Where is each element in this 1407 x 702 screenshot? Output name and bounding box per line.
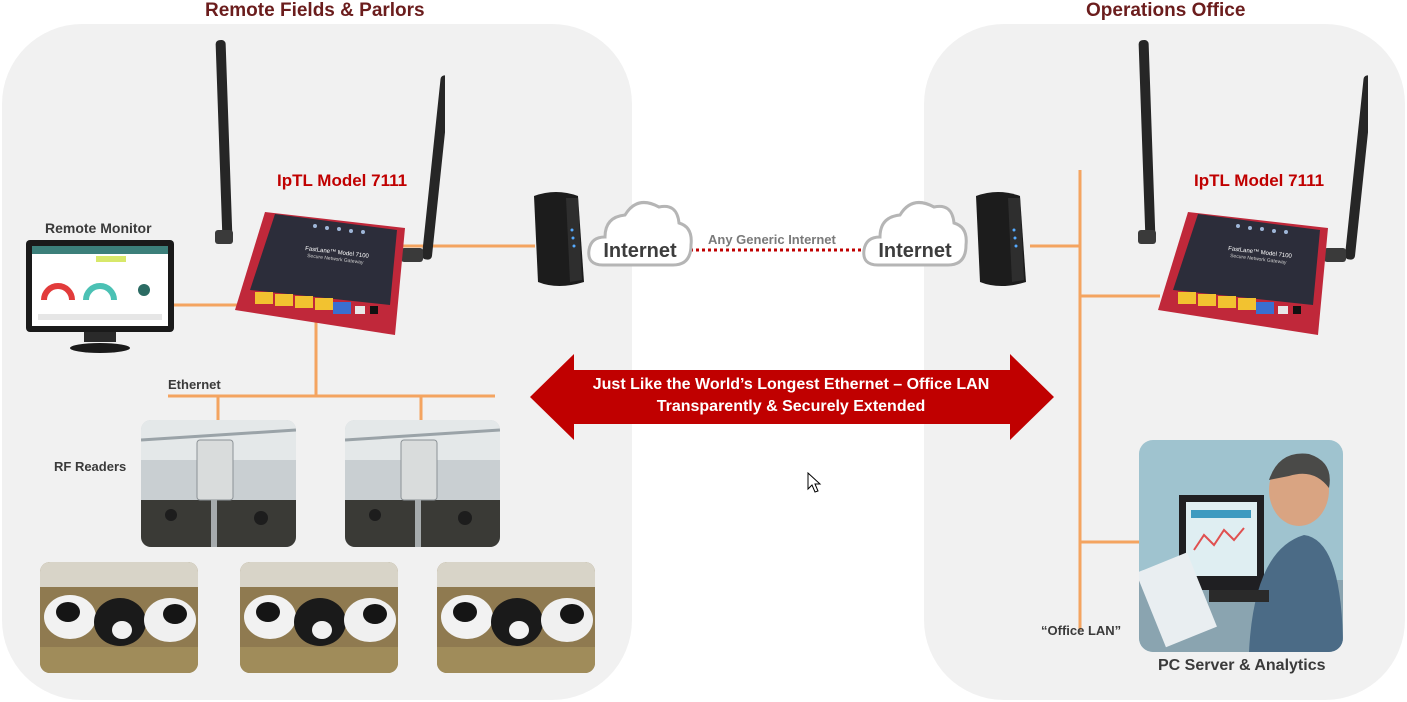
left-router: FastLane™ Model 7100 Secure Network Gate… <box>215 40 445 335</box>
pc-server-photo <box>1139 440 1343 652</box>
cows-photo <box>240 562 398 673</box>
remote-monitor-label: Remote Monitor <box>45 220 152 236</box>
left-modem <box>534 192 584 286</box>
right-cloud-label: Internet <box>878 240 952 262</box>
rf-reader-photo <box>345 420 500 547</box>
extended-lan-arrow <box>530 354 1054 440</box>
any-generic-internet-label: Any Generic Internet <box>708 232 836 247</box>
left-cloud-label: Internet <box>603 240 677 262</box>
right-internet-cloud: Internet <box>862 201 968 267</box>
banner-line-1: Just Like the World’s Longest Ethernet –… <box>592 376 990 393</box>
remote-monitor <box>26 240 174 353</box>
office-lan-label: “Office LAN” <box>1041 623 1122 638</box>
left-router-model-label: IpTL Model 7111 <box>277 171 408 190</box>
ethernet-label: Ethernet <box>168 377 221 392</box>
extended-lan-banner: Just Like the World’s Longest Ethernet –… <box>575 374 1007 418</box>
rf-readers-label: RF Readers <box>54 459 127 474</box>
left-internet-cloud: Internet <box>587 201 693 267</box>
cows-photo <box>40 562 198 673</box>
cows-photo <box>437 562 595 673</box>
rf-reader-photo <box>141 420 296 547</box>
operations-office-title: Operations Office <box>1086 0 1246 21</box>
right-router-model-label: IpTL Model 7111 <box>1194 171 1325 190</box>
pc-server-label: PC Server & Analytics <box>1158 657 1326 674</box>
banner-line-2: Transparently & Securely Extended <box>656 398 926 415</box>
right-modem <box>976 192 1026 286</box>
remote-fields-title: Remote Fields & Parlors <box>205 0 425 21</box>
right-router: FastLane™ Model 7100 Secure Network Gate… <box>1138 40 1368 335</box>
mouse-cursor-icon <box>807 472 822 493</box>
